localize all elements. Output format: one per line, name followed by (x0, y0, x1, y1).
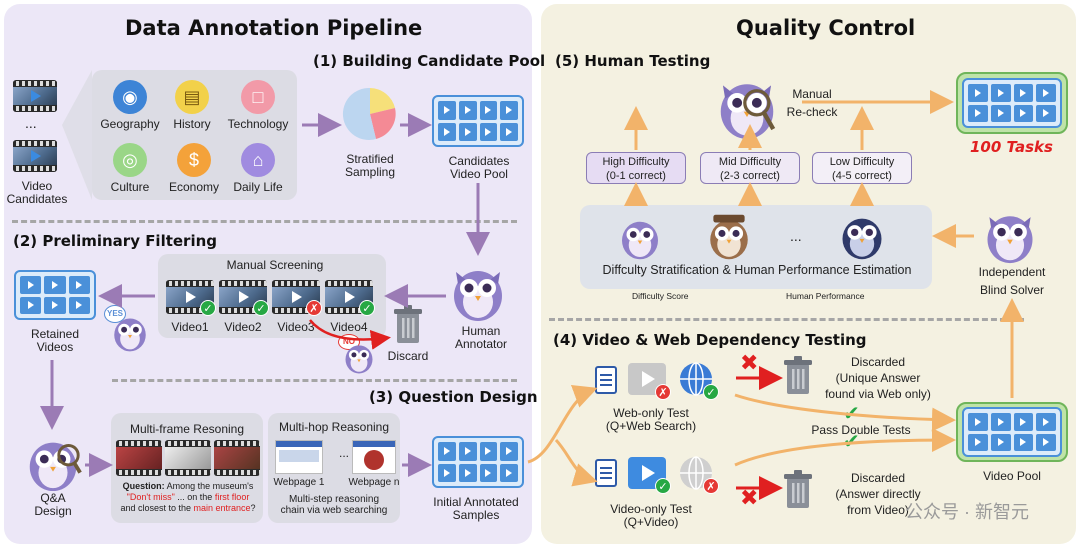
web-only-label: Web-only Test(Q+Web Search) (605, 406, 697, 433)
difficulty-score-label: Difficulty Score (632, 291, 689, 301)
culture-globe-icon: ◎ (113, 143, 147, 177)
laptop-icon: □ (241, 80, 275, 114)
video1-label: Video1 (171, 320, 209, 334)
video3-label: Video3 (277, 320, 315, 334)
human-performance-label: Human Performance (786, 291, 865, 301)
divider-1 (12, 220, 517, 223)
cross-mark-icon: ✖ (740, 485, 759, 510)
cross-mark-icon: ✖ (740, 350, 759, 375)
pie-chart-icon (342, 87, 396, 140)
right-panel-title: Quality Control (736, 16, 916, 40)
multiframe-label: Multi-frame Resoning (129, 422, 245, 436)
webpage1-label: Webpage 1 (273, 477, 325, 488)
stratification-dots: ... (790, 228, 802, 244)
trash-icon (394, 305, 422, 343)
museum-icon: ▤ (175, 80, 209, 114)
cross-icon: ✗ (655, 384, 671, 400)
initial-samples-icon (432, 436, 524, 488)
check-icon: ✓ (253, 300, 269, 316)
video4-label: Video4 (330, 320, 368, 334)
s2-title: (2) Preliminary Filtering (13, 232, 218, 250)
retained-videos-icon (14, 270, 96, 320)
s4-title: (4) Video & Web Dependency Testing (553, 331, 867, 349)
category-culture: ◎Culture (97, 143, 163, 194)
globe-icon: ◉ (113, 80, 147, 114)
cross-icon: ✗ (306, 300, 322, 316)
video-pool-grid-icon (962, 407, 1062, 457)
trash-icon (784, 470, 812, 508)
webpagen-label: Webpage n (348, 477, 400, 488)
left-panel-title: Data Annotation Pipeline (125, 16, 423, 40)
video-candidate-thumb-1 (13, 80, 57, 112)
category-history: ▤History (159, 80, 225, 131)
category-geography: ◉Geography (97, 80, 163, 131)
owl-yes-icon (114, 318, 146, 352)
frame-thumb-2 (165, 440, 211, 476)
frame-thumb-3 (214, 440, 260, 476)
divider-3 (549, 318, 1024, 321)
cross-icon: ✗ (703, 478, 719, 494)
s1-title: (1) Building Candidate Pool (313, 52, 546, 70)
stratification-owl-2-icon (710, 214, 748, 260)
video-icon (628, 457, 666, 489)
dollar-icon: $ (177, 143, 211, 177)
stratification-owl-1-icon (622, 221, 658, 260)
video2-label: Video2 (224, 320, 262, 334)
blind-solver-owl-icon (987, 216, 1033, 264)
category-technology: □Technology (225, 80, 291, 131)
category-economy: $Economy (161, 143, 227, 194)
candidates-video-pool-icon (432, 95, 524, 147)
check-icon: ✓ (703, 384, 719, 400)
question-text: Question: Among the museum's "Don't miss… (120, 481, 256, 513)
document-icon (595, 366, 617, 394)
mid-difficulty-box: Mid Difficulty(2-3 correct) (700, 152, 800, 184)
multihop-label: Multi-hop Reasoning (278, 420, 390, 434)
hop-dots: ... (339, 446, 350, 460)
check-icon: ✓ (200, 300, 216, 316)
human-annotator-owl-icon (454, 271, 502, 321)
frame-thumb-1 (116, 440, 162, 476)
tasks-count: 100 Tasks (970, 138, 1053, 156)
check-icon: ✓ (655, 478, 671, 494)
category-daily-life: ⌂Daily Life (225, 143, 291, 194)
discard-label: Discard (387, 349, 429, 363)
s5-title: (5) Human Testing (555, 52, 711, 70)
check-icon: ✓ (359, 300, 375, 316)
video-only-label: Video-only Test(Q+Video) (610, 502, 692, 529)
webpagen-thumb (352, 440, 396, 474)
pass-double-tests-label: Pass Double Tests (811, 423, 911, 437)
qa-design-owl-icon (29, 442, 82, 492)
manual-screening-label: Manual Screening (226, 258, 324, 272)
s3-title: (3) Question Design (369, 388, 538, 406)
watermark: 公众号 · 新智元 (905, 502, 1029, 522)
video-dots: ... (25, 115, 37, 131)
low-difficulty-box: Low Difficulty(4-5 correct) (812, 152, 912, 184)
tasks-grid-icon (962, 78, 1062, 128)
video4-thumb (325, 280, 373, 314)
stratification-owl-3-icon (842, 218, 882, 260)
high-difficulty-box: High Difficulty(0-1 correct) (586, 152, 686, 184)
owl-no-icon (345, 345, 373, 374)
trash-icon (784, 356, 812, 394)
video-pool-label: Video Pool (983, 469, 1041, 483)
stratification-label: Diffculty Stratification & Human Perform… (602, 263, 912, 277)
divider-2 (112, 379, 517, 382)
house-icon: ⌂ (241, 143, 275, 177)
webpage1-thumb (275, 440, 323, 474)
video-candidate-thumb-2 (13, 140, 57, 172)
